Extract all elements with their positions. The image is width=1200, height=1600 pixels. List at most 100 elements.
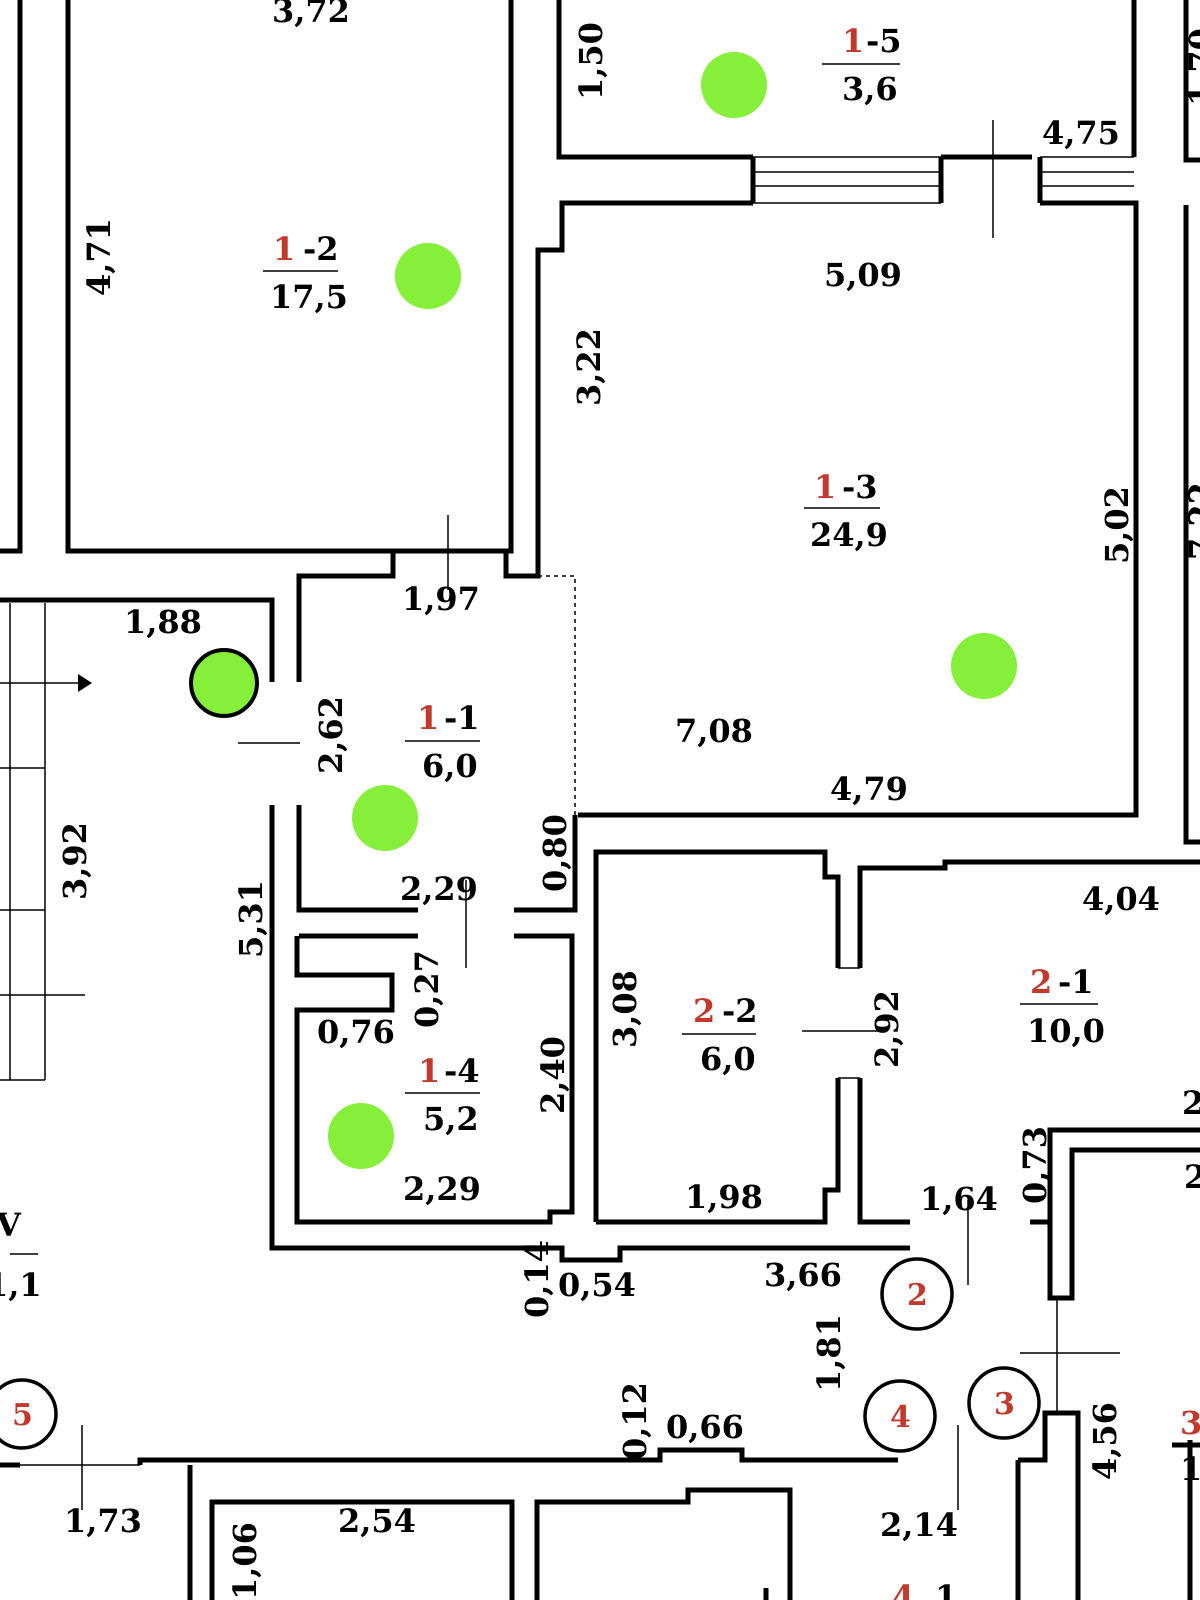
dim-3-72: 3,72 <box>272 0 350 30</box>
zone-boundary <box>538 575 576 815</box>
dim-1-73: 1,73 <box>64 1502 142 1540</box>
room-2-1-number: 2 <box>1030 963 1052 1001</box>
left-partial-suffix: V <box>0 1206 22 1244</box>
dim-1-50: 1,50 <box>572 22 610 100</box>
dimensions: 3,72 1,50 4,75 4,71 5,09 3,22 5,02 1,97 … <box>56 0 1200 1600</box>
dim-3-92: 3,92 <box>56 822 94 900</box>
dim-4-75: 4,75 <box>1042 114 1120 152</box>
stairs-arrow-icon <box>78 674 92 692</box>
dim-3-22: 3,22 <box>570 328 608 406</box>
room-2-2-number: 2 <box>693 992 715 1030</box>
room-labels: 1 -5 3,6 1 -2 17,5 1 -3 24,9 1 -1 6,0 1 … <box>0 22 1200 1600</box>
room-1-3-walls <box>500 200 1139 818</box>
room-2-1-walls <box>857 859 1200 1301</box>
circle-marker-4: 4 <box>863 1379 937 1453</box>
room-1-4-number: 1 <box>418 1052 440 1090</box>
dim-0-66: 0,66 <box>666 1408 744 1446</box>
bottom-partial-suffix: 1 <box>935 1578 957 1600</box>
room-1-2-area: 17,5 <box>270 278 348 316</box>
dim-1-88: 1,88 <box>124 603 202 641</box>
stairs <box>0 603 92 1081</box>
svg-text:4: 4 <box>890 1400 911 1435</box>
dim-edge-7-22: 7,22 <box>1182 482 1200 560</box>
dim-0-12: 0,12 <box>616 1382 654 1460</box>
svg-text:2: 2 <box>907 1278 928 1313</box>
markers <box>189 52 1017 1169</box>
room-1-2-walls <box>65 0 514 554</box>
left-edge-wall <box>0 0 23 554</box>
dim-5-31: 5,31 <box>232 880 270 958</box>
room-1-3-area: 24,9 <box>810 516 888 554</box>
room-1-1-suffix: -1 <box>444 699 480 737</box>
right-partial-number: 3 <box>1180 1404 1200 1442</box>
dim-2-29-bottom: 2,29 <box>403 1170 481 1208</box>
dim-edge-2-top: 2 <box>1182 1084 1200 1122</box>
dim-2-54: 2,54 <box>338 1502 416 1540</box>
room-1-5-area: 3,6 <box>842 70 898 108</box>
room-1-2-number: 1 <box>273 230 295 268</box>
right-partial-area: 1 <box>1180 1450 1200 1488</box>
room-2-2-suffix: -2 <box>722 992 758 1030</box>
dim-1-81: 1,81 <box>810 1314 848 1392</box>
room-1-1-walls <box>296 551 578 913</box>
dim-1-06: 1,06 <box>226 1522 264 1600</box>
room-2-2-walls <box>593 849 841 1225</box>
right-edge-wall <box>1183 0 1200 845</box>
dim-2-14: 2,14 <box>880 1506 958 1544</box>
marker-1-4 <box>328 1103 394 1169</box>
room-2-2-area: 6,0 <box>700 1040 756 1078</box>
lower-right-wall <box>1172 1440 1200 1600</box>
dim-1-98: 1,98 <box>685 1178 763 1216</box>
dim-0-80: 0,80 <box>536 814 574 892</box>
dim-1-64: 1,64 <box>920 1180 998 1218</box>
dim-4-71: 4,71 <box>80 218 118 296</box>
corridor-wall-bottom <box>0 1410 1081 1600</box>
circle-marker-5: 5 <box>0 1378 58 1450</box>
dim-3-66: 3,66 <box>764 1256 842 1294</box>
room-1-4-area: 5,2 <box>423 1100 479 1138</box>
marker-entrance <box>189 648 259 718</box>
room-1-1-area: 6,0 <box>422 747 478 785</box>
dim-4-04: 4,04 <box>1082 880 1160 918</box>
dim-0-76: 0,76 <box>317 1013 395 1051</box>
room-1-2-suffix: -2 <box>303 230 339 268</box>
dim-1-97: 1,97 <box>402 580 480 618</box>
room-2-1-area: 10,0 <box>1027 1012 1105 1050</box>
bottom-partial-number: 4 <box>892 1578 914 1600</box>
room-1-5-suffix: -5 <box>866 22 902 60</box>
dim-0-54: 0,54 <box>558 1266 636 1304</box>
room-1-1-number: 1 <box>417 699 439 737</box>
corridor-wall-left <box>269 805 910 1263</box>
dim-4-56: 4,56 <box>1086 1402 1124 1480</box>
dim-3-08: 3,08 <box>606 970 644 1048</box>
lower-rooms-walls <box>187 1460 1021 1600</box>
svg-text:3: 3 <box>994 1387 1015 1422</box>
dim-4-79: 4,79 <box>830 770 908 808</box>
room-1-4-suffix: -4 <box>444 1052 480 1090</box>
dim-0-14: 0,14 <box>518 1240 556 1318</box>
marker-1-2 <box>395 243 461 309</box>
left-partial-area: 1,1 <box>0 1266 42 1304</box>
dim-edge-2-bottom: 2 <box>1184 1158 1200 1196</box>
marker-1-5 <box>701 52 767 118</box>
dim-2-62: 2,62 <box>312 696 350 774</box>
circle-marker-2: 2 <box>880 1257 954 1331</box>
marker-1-3 <box>951 633 1017 699</box>
dim-5-02: 5,02 <box>1098 486 1136 564</box>
dim-2-92: 2,92 <box>868 990 906 1068</box>
marker-1-1 <box>352 785 418 851</box>
room-1-4-walls <box>294 933 575 1225</box>
room-1-3-suffix: -3 <box>842 468 878 506</box>
dim-edge-1-70: 1,70 <box>1182 28 1200 106</box>
svg-text:5: 5 <box>12 1398 33 1433</box>
room-1-5-number: 1 <box>842 22 864 60</box>
room-2-1-suffix: -1 <box>1058 963 1094 1001</box>
dim-2-29-top: 2,29 <box>400 870 478 908</box>
circle-marker-3: 3 <box>967 1366 1041 1440</box>
dim-0-73: 0,73 <box>1016 1126 1054 1204</box>
dim-7-08: 7,08 <box>675 712 753 750</box>
dim-0-27: 0,27 <box>408 950 446 1028</box>
room-1-3-number: 1 <box>814 468 836 506</box>
